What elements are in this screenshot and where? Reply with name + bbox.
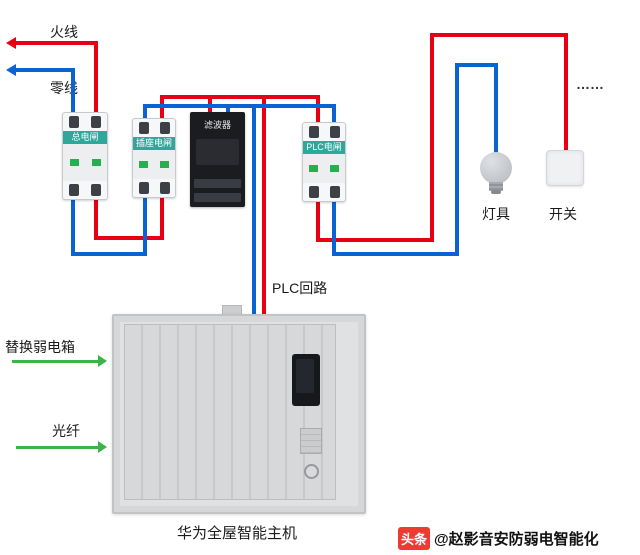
live-wire-segment [14, 41, 98, 45]
neutral-wire-arrow [6, 64, 16, 76]
replace-box-arrow [12, 360, 98, 363]
neutral-wire-segment [226, 104, 230, 112]
socket-breaker-device: 插座电闸 [132, 118, 176, 198]
live-wire-segment [160, 95, 320, 99]
main-breaker-label: 总电闸 [63, 131, 107, 144]
lamp-bulb-tip [491, 190, 501, 194]
live-wire-segment [430, 33, 568, 37]
neutral-wire-segment [71, 68, 75, 112]
terminal-screw-icon [69, 184, 79, 196]
breaker-terminals [133, 179, 175, 197]
live-wire-segment [160, 198, 164, 240]
terminal-screw-icon [91, 184, 101, 196]
live-wire-arrow [6, 37, 16, 49]
live-wire-segment [316, 238, 434, 242]
filter-display [196, 139, 239, 165]
socket-breaker-label: 插座电闸 [133, 137, 175, 150]
neutral-wire-segment [455, 63, 459, 256]
neutral-wire-segment [332, 104, 336, 122]
neutral-wire-segment [332, 252, 459, 256]
terminal-screw-icon [308, 186, 319, 198]
terminal-screw-icon [159, 182, 170, 194]
terminal-screw-icon [91, 116, 101, 128]
breaker-switch-area [63, 144, 107, 181]
switch-label: 开关 [549, 206, 577, 222]
neutral-wire-segment [455, 63, 498, 67]
breaker-switch-area [133, 150, 175, 179]
live-wire-label: 火线 [50, 24, 78, 40]
live-wire-segment [430, 33, 434, 242]
filter-terminal-row [194, 193, 241, 202]
live-wire-segment [94, 200, 98, 240]
terminal-screw-icon [138, 122, 149, 134]
terminal-screw-icon [329, 186, 340, 198]
neutral-wire-segment [332, 202, 336, 256]
breaker-indicator-icon [309, 165, 318, 172]
breaker-terminals [63, 113, 107, 131]
toutiao-badge: 头条 [398, 527, 431, 550]
terminal-screw-icon [159, 122, 170, 134]
more-devices-dots: …… [576, 76, 604, 92]
filter-device: 滤波器 [190, 112, 245, 207]
hostbox-keypad [300, 428, 322, 454]
hostbox-lock-icon [304, 464, 319, 479]
terminal-screw-icon [308, 126, 319, 138]
live-wire-segment [94, 41, 98, 112]
plc-breaker-label: PLC电闸 [303, 141, 345, 154]
filter-label: 滤波器 [203, 120, 231, 130]
live-wire-segment [208, 95, 212, 112]
host-caption: 华为全屋智能主机 [176, 525, 297, 542]
fiber-label: 光纤 [52, 423, 80, 439]
live-wire-segment [316, 202, 320, 242]
terminal-screw-icon [329, 126, 340, 138]
replace-box-arrow-head [98, 355, 107, 367]
wall-switch-icon [546, 150, 584, 186]
lamp-label: 灯具 [482, 206, 510, 222]
breaker-indicator-icon [139, 161, 148, 168]
breaker-terminals [133, 119, 175, 137]
live-wire-segment [316, 95, 320, 122]
filter-terminal-row [194, 179, 241, 188]
watermark-handle: @赵影音安防弱电智能化 [434, 531, 599, 548]
lamp-bulb-base [489, 182, 503, 191]
terminal-screw-icon [138, 182, 149, 194]
breaker-indicator-icon [330, 165, 339, 172]
breaker-indicator-icon [69, 159, 79, 166]
terminal-screw-icon [69, 116, 79, 128]
watermark: 头条 @赵影音安防弱电智能化 [398, 527, 599, 550]
main-breaker-device: 总电闸 [62, 112, 108, 200]
plc-loop-neutral-wire [252, 104, 256, 314]
breaker-indicator-icon [160, 161, 169, 168]
hostbox-display-window [292, 354, 320, 406]
live-wire-segment [94, 236, 164, 240]
smart-host-box [112, 314, 366, 514]
hostbox-door [124, 324, 336, 500]
neutral-wire-segment [71, 200, 75, 256]
neutral-wire-segment [14, 68, 75, 72]
breaker-terminals [63, 181, 107, 199]
neutral-wire-segment [143, 198, 147, 256]
neutral-wire-segment [494, 63, 498, 153]
plc-loop-label: PLC回路 [272, 280, 328, 296]
breaker-switch-area [303, 154, 345, 183]
neutral-wire-segment [71, 252, 147, 256]
plc-loop-live-wire [262, 95, 266, 314]
neutral-wire-segment [143, 104, 147, 118]
live-wire-segment [564, 33, 568, 152]
replace-box-label: 替换弱电箱 [5, 339, 75, 355]
breaker-terminals [303, 183, 345, 201]
breaker-indicator-icon [91, 159, 101, 166]
neutral-wire-segment [143, 104, 336, 108]
fiber-arrow [16, 446, 98, 449]
breaker-terminals [303, 123, 345, 141]
lamp-bulb-icon [480, 152, 512, 184]
plc-breaker-device: PLC电闸 [302, 122, 346, 202]
fiber-arrow-head [98, 441, 107, 453]
